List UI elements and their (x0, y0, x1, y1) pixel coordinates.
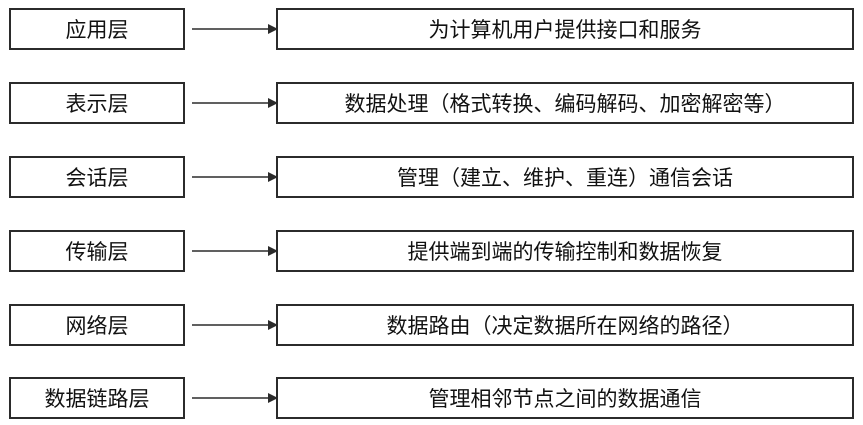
arrow-right-icon (192, 393, 278, 403)
arrow-right-icon (192, 320, 278, 330)
arrow-right-icon (192, 246, 278, 256)
layer-name-box: 网络层 (9, 304, 185, 346)
layer-function-box: 数据路由（决定数据所在网络的路径） (276, 304, 854, 346)
layer-name-box: 数据链路层 (9, 377, 185, 419)
arrow-right-icon (192, 172, 278, 182)
layer-row-data-link: 数据链路层 管理相邻节点之间的数据通信 (0, 377, 863, 425)
layer-row-transport: 传输层 提供端到端的传输控制和数据恢复 (0, 230, 863, 278)
layer-name-box: 会话层 (9, 156, 185, 198)
layer-row-application: 应用层 为计算机用户提供接口和服务 (0, 8, 863, 56)
layer-function-box: 管理（建立、维护、重连）通信会话 (276, 156, 854, 198)
layer-row-session: 会话层 管理（建立、维护、重连）通信会话 (0, 156, 863, 204)
layer-function-box: 提供端到端的传输控制和数据恢复 (276, 230, 854, 272)
layer-function-box: 管理相邻节点之间的数据通信 (276, 377, 854, 419)
layer-name-box: 应用层 (9, 8, 185, 50)
layer-function-box: 数据处理（格式转换、编码解码、加密解密等） (276, 82, 854, 124)
layer-name-box: 表示层 (9, 82, 185, 124)
arrow-right-icon (192, 24, 278, 34)
layer-row-presentation: 表示层 数据处理（格式转换、编码解码、加密解密等） (0, 82, 863, 130)
osi-layer-diagram: 应用层 为计算机用户提供接口和服务 表示层 数据处理（格式转换、编码解码、加密解… (0, 8, 863, 419)
layer-row-network: 网络层 数据路由（决定数据所在网络的路径） (0, 304, 863, 352)
layer-name-box: 传输层 (9, 230, 185, 272)
arrow-right-icon (192, 98, 278, 108)
layer-function-box: 为计算机用户提供接口和服务 (276, 8, 854, 50)
